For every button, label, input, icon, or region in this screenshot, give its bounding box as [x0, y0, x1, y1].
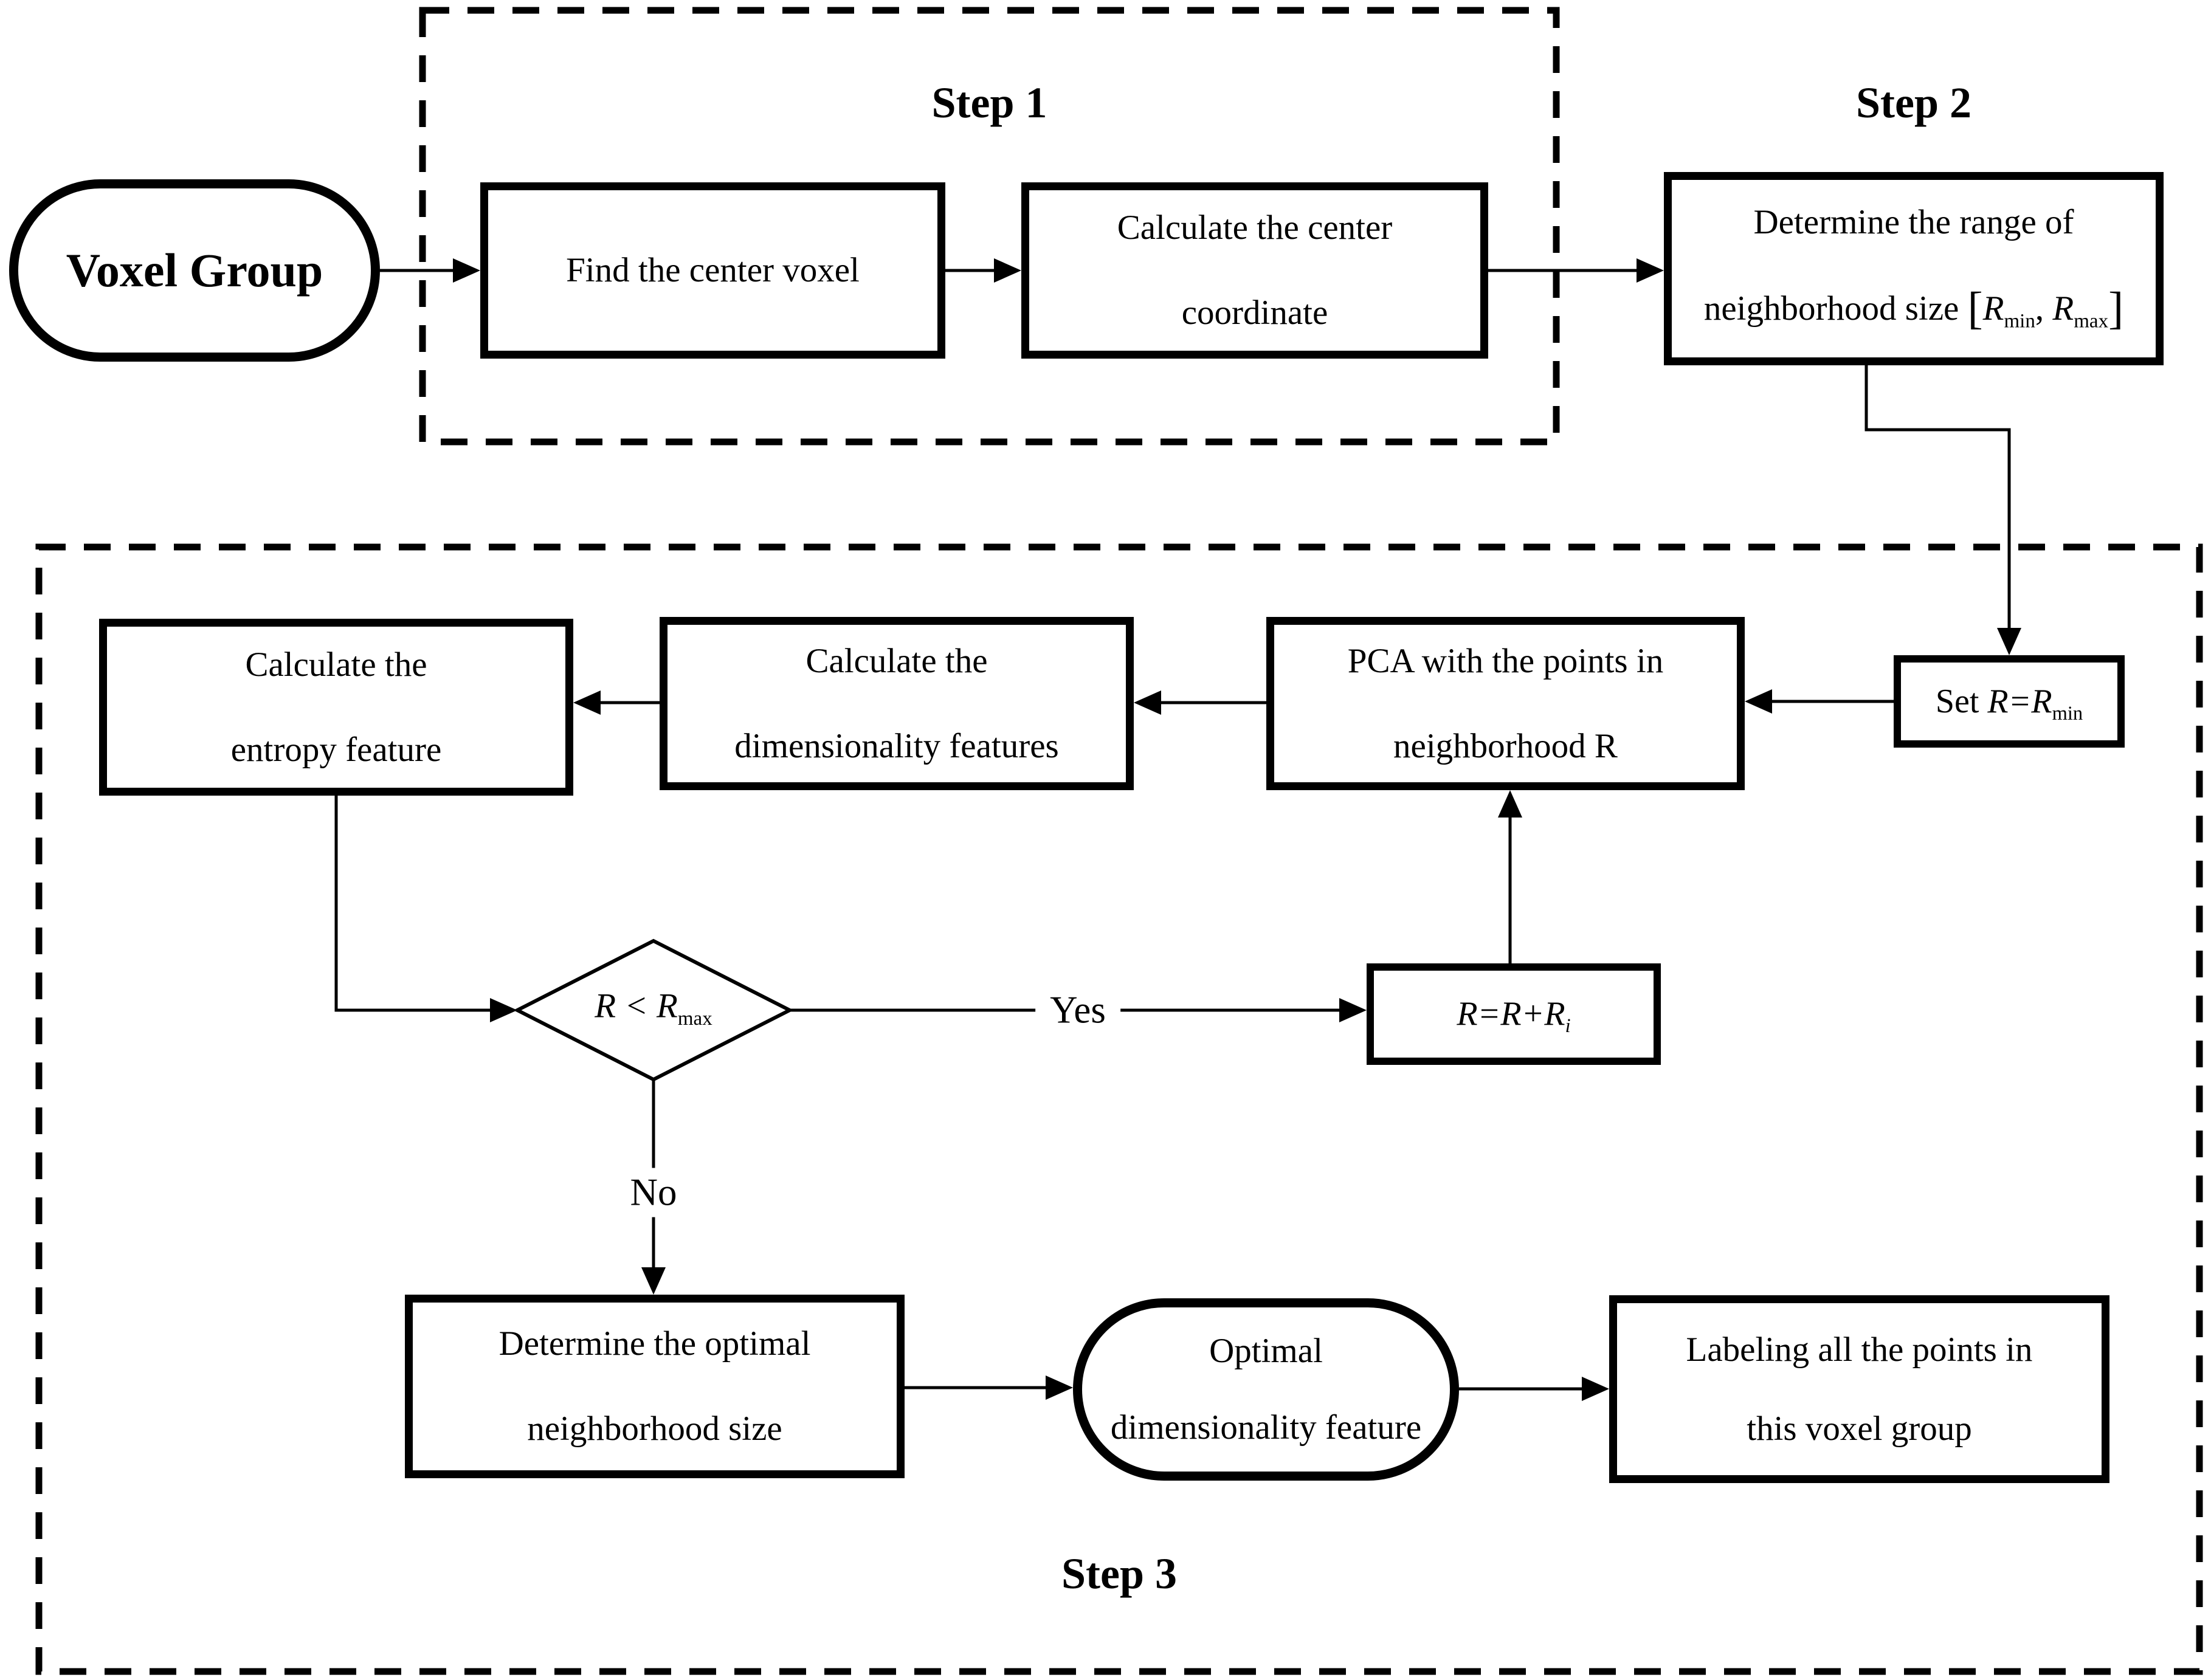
- r-max-symbol: R: [2052, 289, 2074, 328]
- set-prefix: Set: [1935, 682, 1988, 720]
- process-node-entropy-feature: Calculate the entropy feature: [99, 619, 573, 796]
- calculate-center-coordinate-line1: Calculate the center: [1117, 208, 1393, 247]
- process-node-labeling-points: Labeling all the points in this voxel gr…: [1609, 1295, 2109, 1483]
- optimal-feature-line2: dimensionality feature: [1110, 1408, 1422, 1447]
- start-node-label: Voxel Group: [66, 244, 323, 297]
- edge-range-to-set: [1864, 365, 2011, 650]
- arrowhead-range-to-set: [1997, 628, 2021, 655]
- optimal-neighborhood-line2: neighborhood size: [527, 1410, 782, 1448]
- arrowhead-increment-to-pca: [1498, 790, 1522, 818]
- dimensionality-line2: dimensionality features: [734, 726, 1059, 765]
- arrowhead-decision-yes-to-increment: [1339, 998, 1367, 1022]
- start-node-voxel-group: Voxel Group: [9, 179, 380, 362]
- set-r-min-label: Set R=Rmin: [1935, 682, 2083, 723]
- step1-group-frame: [419, 7, 1560, 446]
- labeling-line1: Labeling all the points in: [1686, 1330, 2033, 1369]
- optimal-feature-line1: Optimal: [1209, 1332, 1323, 1371]
- step3-title: Step 3: [1061, 1549, 1178, 1598]
- process-node-calculate-center-coordinate: Calculate the center coordinate: [1021, 182, 1488, 359]
- pca-line2: neighborhood R: [1393, 726, 1618, 765]
- increment-expression: R=R+R: [1457, 995, 1565, 1033]
- determine-range-line2-prefix: neighborhood size: [1703, 289, 1968, 328]
- increment-label: R=R+Ri: [1457, 994, 1570, 1036]
- optimal-neighborhood-line1: Determine the optimal: [498, 1324, 811, 1363]
- process-node-optimal-neighborhood: Determine the optimal neighborhood size: [405, 1295, 905, 1478]
- step3-group-frame: [35, 543, 2203, 1675]
- process-node-set-r-min: Set R=Rmin: [1894, 655, 2125, 748]
- decision-node-label: R < Rmax: [595, 986, 712, 1029]
- increment-subscript: i: [1565, 1015, 1571, 1038]
- dimensionality-line1: Calculate the: [805, 641, 988, 680]
- edge-label-yes: Yes: [1035, 985, 1120, 1035]
- step2-title: Step 2: [1855, 78, 1972, 127]
- arrowhead-decision-no-to-optimal: [641, 1267, 666, 1295]
- find-center-voxel-label: Find the center voxel: [566, 251, 860, 290]
- arrowhead-start-to-find: [453, 258, 480, 283]
- pca-line1: PCA with the points in: [1347, 641, 1664, 680]
- terminal-node-optimal-feature: Optimal dimensionality feature: [1073, 1298, 1459, 1481]
- edge-label-no: No: [615, 1168, 692, 1217]
- decision-subscript: max: [677, 1007, 712, 1030]
- entropy-line1: Calculate the: [245, 645, 427, 684]
- process-node-find-center-voxel: Find the center voxel: [480, 182, 945, 359]
- arrowhead-optimal-to-feature: [1046, 1375, 1073, 1400]
- determine-range-line1: Determine the range of: [1753, 202, 2074, 241]
- arrowhead-set-to-pca: [1745, 689, 1772, 714]
- process-node-pca: PCA with the points in neighborhood R: [1266, 617, 1745, 790]
- r-max-subscript: max: [2074, 309, 2109, 332]
- arrowhead-coord-to-range: [1637, 258, 1664, 283]
- calculate-center-coordinate-line2: coordinate: [1181, 294, 1328, 332]
- edge-entropy-to-decision: [334, 796, 512, 1012]
- determine-range-line2: neighborhood size [Rmin, Rmax]: [1704, 283, 2123, 336]
- labeling-line2: this voxel group: [1747, 1409, 1972, 1448]
- arrowhead-dim-to-entropy: [573, 690, 601, 715]
- step1-title: Step 1: [931, 78, 1047, 127]
- arrowhead-find-to-coord: [994, 258, 1021, 283]
- process-node-determine-range: Determine the range of neighborhood size…: [1664, 172, 2164, 365]
- entropy-line2: entropy feature: [230, 730, 442, 769]
- process-node-increment-r: R=R+Ri: [1367, 963, 1661, 1065]
- set-subscript: min: [2052, 702, 2083, 725]
- bracket-open: [: [1967, 283, 1983, 334]
- decision-expression: R < R: [595, 986, 678, 1025]
- set-expression: R=R: [1987, 682, 2052, 720]
- r-min-symbol: R: [1982, 289, 2004, 328]
- arrowhead-entropy-to-decision: [490, 998, 517, 1022]
- arrowhead-feature-to-labeling: [1582, 1377, 1609, 1401]
- decision-diamond-shape: [513, 938, 794, 1082]
- r-min-subscript: min: [2004, 309, 2035, 332]
- process-node-dimensionality-features: Calculate the dimensionality features: [660, 617, 1134, 790]
- range-separator: ,: [2035, 289, 2053, 328]
- bracket-close: ]: [2108, 283, 2124, 334]
- arrowhead-pca-to-dim: [1134, 690, 1161, 715]
